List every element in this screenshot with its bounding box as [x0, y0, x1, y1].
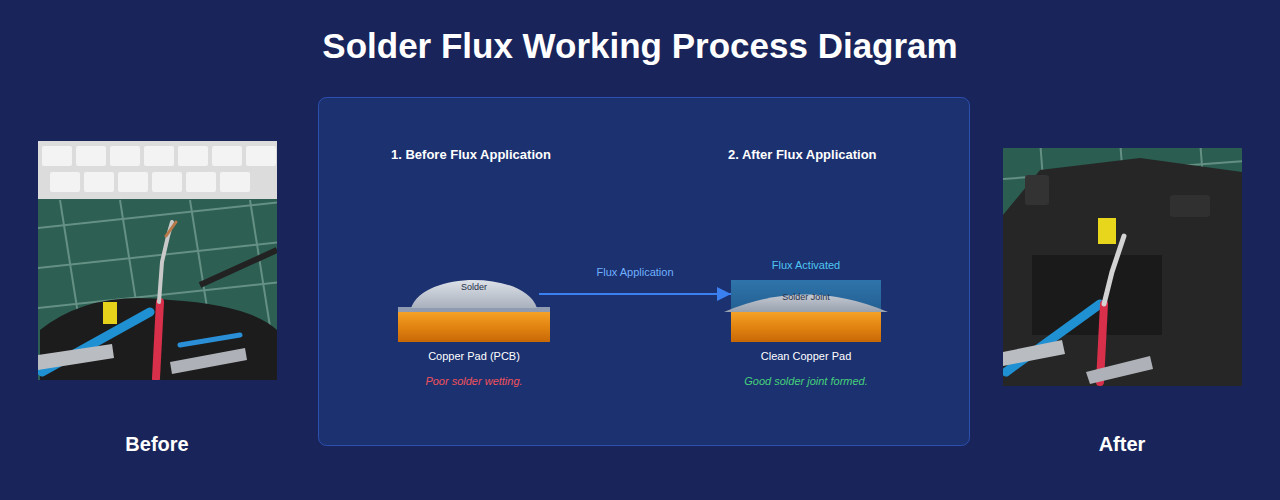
diagram-title: Solder Flux Working Process Diagram	[322, 26, 957, 66]
solder-blob-text: Solder	[411, 282, 537, 292]
mat-grid	[1003, 148, 1242, 386]
device-clip	[1025, 175, 1049, 205]
solder-joint: Solder Joint	[724, 286, 888, 312]
device-body	[1003, 158, 1242, 386]
clamp	[1003, 340, 1065, 366]
cutting-mat	[1003, 148, 1242, 386]
key	[246, 146, 276, 166]
photo-label: After	[1099, 433, 1146, 456]
process-arrow	[539, 293, 731, 295]
key	[76, 146, 106, 166]
keyboard	[38, 141, 277, 199]
tinned-strands	[1104, 236, 1124, 304]
key	[186, 172, 216, 192]
yellow-tab	[103, 302, 117, 324]
result-note: Poor solder wetting.	[425, 375, 522, 387]
stage-heading: 1. Before Flux Application	[391, 147, 551, 162]
clamp	[38, 344, 114, 370]
device-clip	[1170, 195, 1210, 217]
grid-line	[38, 200, 277, 230]
yellow-tab	[1098, 218, 1116, 244]
arrow-label: Flux Application	[596, 266, 673, 278]
after-photo	[1003, 148, 1242, 386]
copper-pad-text: Clean Copper Pad	[761, 350, 852, 362]
flux-layer-text: Flux Activated	[772, 259, 840, 271]
device-recess	[1032, 255, 1162, 335]
photo-label: Before	[125, 433, 188, 456]
key	[42, 146, 72, 166]
before-photo	[38, 141, 277, 380]
key	[220, 172, 250, 192]
key	[152, 172, 182, 192]
key	[178, 146, 208, 166]
key	[144, 146, 174, 166]
center-panel	[319, 98, 970, 446]
key	[84, 172, 114, 192]
solder-blob: Solder	[411, 278, 537, 308]
copper-pad-text: Copper Pad (PCB)	[428, 350, 520, 362]
red-wire	[156, 302, 160, 378]
cutting-mat	[38, 141, 277, 380]
clamp	[1086, 356, 1153, 384]
flux-layer: Flux ActivatedSolder Joint	[731, 280, 881, 312]
copper-tip	[166, 222, 176, 236]
solder-blob-shape	[411, 280, 537, 308]
device-body	[40, 298, 277, 380]
mat-grid	[38, 200, 277, 380]
wire-strands	[159, 222, 172, 302]
blue-wire	[180, 335, 240, 345]
copper-pad: Clean Copper Pad	[731, 312, 881, 342]
solder-joint-text: Solder Joint	[724, 292, 888, 302]
key	[212, 146, 242, 166]
key	[118, 172, 148, 192]
copper-pad: Copper Pad (PCB)	[398, 312, 550, 342]
result-note: Good solder joint formed.	[744, 375, 868, 387]
stage-heading: 2. After Flux Application	[728, 147, 877, 162]
key	[50, 172, 80, 192]
black-wire	[200, 250, 277, 285]
key	[110, 146, 140, 166]
clamp	[170, 348, 247, 374]
keyboard-keys	[42, 146, 276, 192]
